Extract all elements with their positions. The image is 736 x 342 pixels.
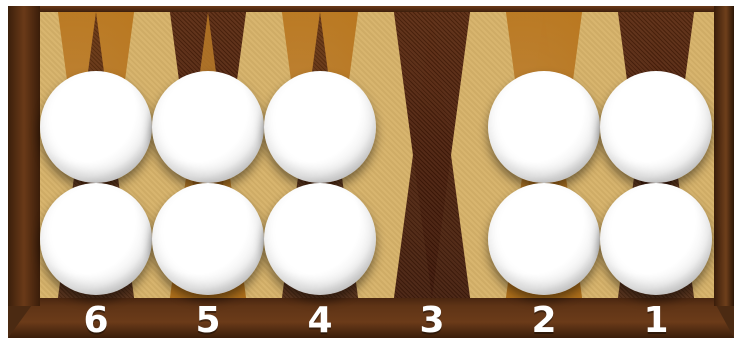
point-label-3: 3 xyxy=(376,303,488,339)
point-label-2: 2 xyxy=(488,303,600,339)
board-frame-left xyxy=(8,6,40,306)
checker-point-5-1[interactable] xyxy=(152,71,264,183)
checker-point-1-2[interactable] xyxy=(600,183,712,295)
point-label-1: 1 xyxy=(600,303,712,339)
checker-point-6-2[interactable] xyxy=(40,183,152,295)
checker-point-2-2[interactable] xyxy=(488,183,600,295)
checker-point-6-1[interactable] xyxy=(40,71,152,183)
checker-point-4-2[interactable] xyxy=(264,183,376,295)
board-frame-right xyxy=(714,6,734,306)
checker-point-5-2[interactable] xyxy=(152,183,264,295)
checker-point-2-1[interactable] xyxy=(488,71,600,183)
point-label-4: 4 xyxy=(264,303,376,339)
checker-point-1-1[interactable] xyxy=(600,71,712,183)
board-frame-top xyxy=(8,6,734,12)
checker-point-4-1[interactable] xyxy=(264,71,376,183)
point-label-5: 5 xyxy=(152,303,264,339)
point-label-6: 6 xyxy=(40,303,152,339)
